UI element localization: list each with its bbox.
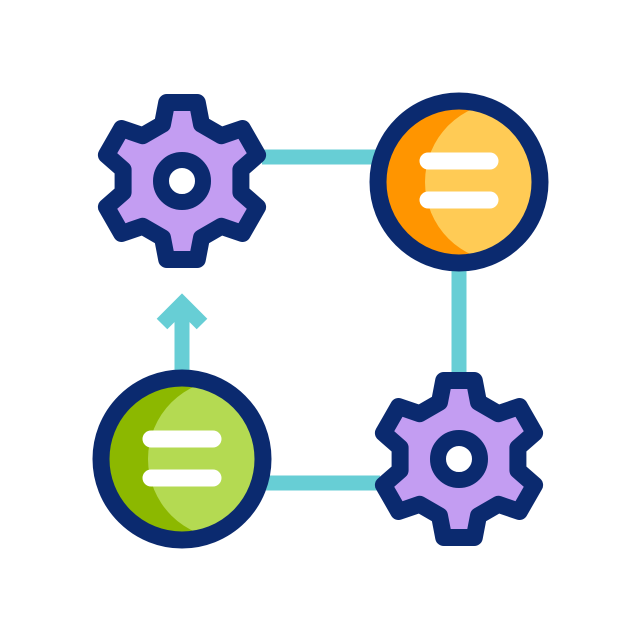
connector-lines [156, 149, 467, 491]
arrow-up-icon [156, 293, 208, 330]
gear-icon [97, 94, 267, 268]
task-node-icon [92, 369, 272, 549]
gear-hole [430, 430, 488, 488]
gear-icon [374, 372, 544, 546]
task-node-icon [369, 92, 549, 272]
gear-hole [153, 152, 211, 210]
